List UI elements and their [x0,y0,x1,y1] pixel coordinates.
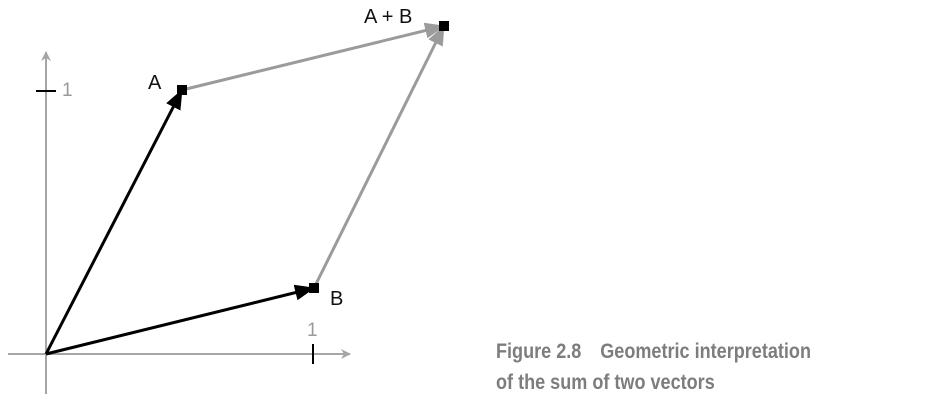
caption-line-2: of the sum of two vectors [496,371,715,394]
caption-line-1: Figure 2.8 Geometric interpretation [496,336,811,367]
vector-b [45,284,315,356]
point-sum-label: A + B [364,6,412,28]
point-a-label: A [148,72,162,94]
point-b-label: B [330,288,343,310]
caption-title: Geometric interpretation [600,340,811,363]
figure-number: Figure 2.8 [496,340,582,363]
point-sum [439,21,449,31]
vector-a [44,89,184,355]
y-tick-label: 1 [62,80,73,101]
vector-a-translated [312,25,446,289]
vector-b-translated [181,22,445,92]
point-a [177,85,187,95]
figure-caption: Figure 2.8 Geometric interpretation of th… [496,336,811,398]
point-b [309,283,319,293]
x-tick-label: 1 [307,320,318,341]
